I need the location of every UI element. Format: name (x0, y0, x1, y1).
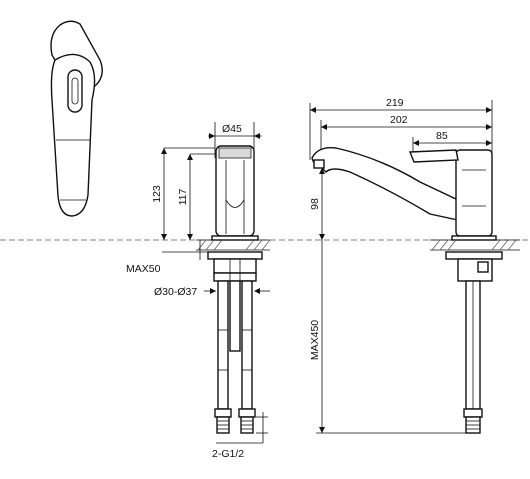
front-view-faucet (309, 100, 520, 434)
dim-thread: 2-G1/2 (212, 448, 244, 460)
dim-height-98: 98 (309, 198, 321, 210)
dim-length-85: 85 (436, 130, 448, 142)
top-view-handle (50, 20, 103, 217)
dim-height-117: 117 (177, 188, 189, 205)
dim-length-219: 219 (386, 97, 404, 109)
dim-length-202: 202 (390, 114, 408, 126)
dim-max450: MAX450 (309, 320, 321, 360)
dim-hole-range: Ø30-Ø37 (154, 286, 197, 298)
dim-diameter-top: Ø45 (222, 123, 242, 135)
dim-height-123: 123 (151, 185, 163, 203)
countertop-hatch-side (196, 239, 271, 251)
countertop-hatch-front (430, 239, 520, 251)
dim-max50: MAX50 (126, 263, 161, 275)
side-view-faucet (161, 122, 271, 444)
